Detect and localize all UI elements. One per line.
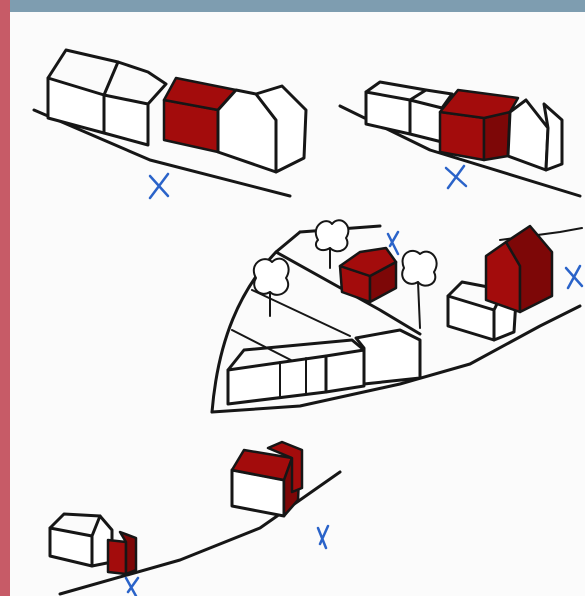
x-mark — [318, 526, 328, 548]
house-wall — [410, 100, 442, 142]
red-infill-side — [484, 112, 510, 160]
tree-canopy — [402, 251, 436, 286]
sketch-terrace-infill-a — [34, 50, 306, 198]
terrace-wall — [228, 356, 326, 404]
x-mark — [126, 578, 138, 596]
house-wall — [50, 528, 92, 566]
terrace-end — [356, 330, 420, 384]
house-wall — [104, 95, 148, 145]
roof-outline — [118, 62, 166, 104]
house-wall — [48, 78, 104, 133]
house-gable — [544, 104, 562, 170]
sketch-hillside-cluster — [212, 220, 582, 412]
red-infill-house — [440, 112, 484, 160]
x-mark — [150, 174, 168, 198]
tree-canopy — [254, 259, 289, 295]
terrace-wall — [326, 350, 364, 392]
red-block — [108, 540, 126, 574]
plot-line — [252, 290, 350, 336]
x-mark — [566, 266, 582, 288]
x-mark — [388, 232, 398, 254]
house-wall — [366, 92, 410, 134]
sketch-terrace-infill-b — [340, 82, 580, 196]
roof-outline — [50, 514, 100, 528]
tree-canopy — [316, 220, 349, 251]
sketch-slope-houses — [50, 442, 340, 596]
tree-trunk — [418, 282, 420, 328]
house-wall — [448, 296, 494, 340]
house-wall — [508, 100, 548, 170]
x-mark — [446, 166, 466, 188]
